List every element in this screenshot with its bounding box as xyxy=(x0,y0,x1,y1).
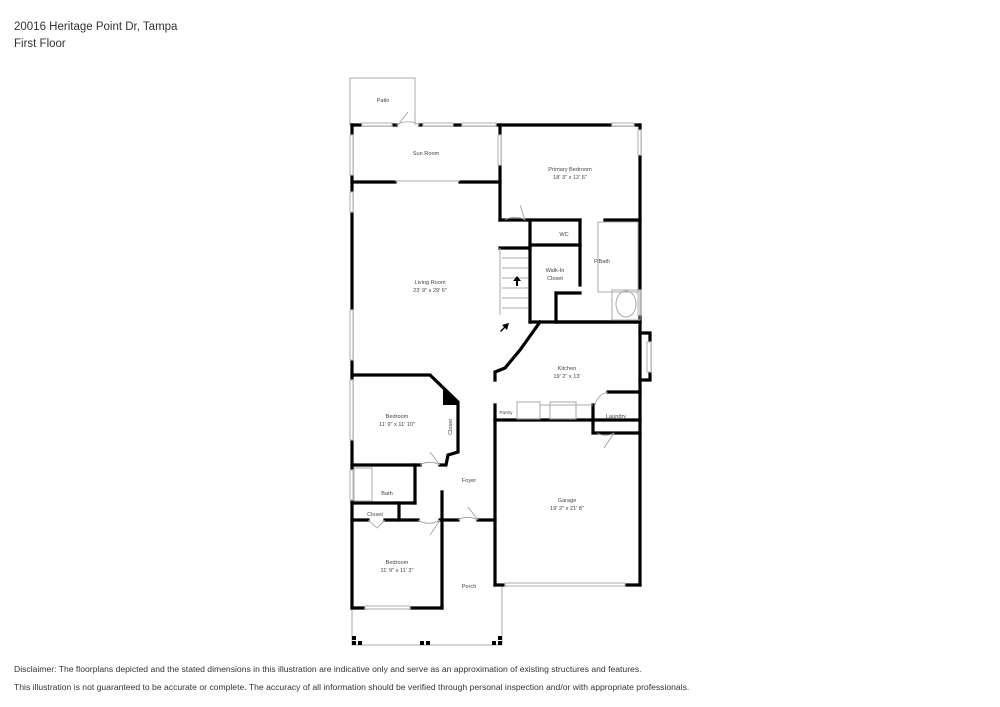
bedroom-1-closet-label: Closet xyxy=(448,419,454,435)
disclaimer-line-2: This illustration is not guaranteed to b… xyxy=(14,682,690,692)
walk-in-closet-label-2: Closet xyxy=(547,276,563,282)
address-title: 20016 Heritage Point Dr, Tampa xyxy=(14,21,178,33)
doors xyxy=(367,111,615,536)
living-room-label: Living Room xyxy=(414,280,445,286)
garage-dims: 19' 2" x 21' 8" xyxy=(550,506,584,512)
laundry-label: Laundry xyxy=(606,414,626,420)
floor-title: First Floor xyxy=(14,38,66,50)
sun-room-label: Sun Room xyxy=(413,151,440,157)
p-bath-label: P.Bath xyxy=(594,259,610,265)
stairs xyxy=(502,257,528,309)
wc-label: WC xyxy=(559,232,568,238)
bedroom-2-dims: 11' 9" x 11' 3" xyxy=(381,568,414,574)
bath-label: Bath xyxy=(381,491,393,497)
primary-bedroom-dims: 18' 3" x 12' 6" xyxy=(553,175,587,181)
garage-label: Garage xyxy=(558,498,577,504)
kitchen-dims: 19' 2" x 13' xyxy=(553,374,580,380)
bedroom-1-dims: 11' 9" x 11' 10" xyxy=(379,422,415,428)
walls xyxy=(349,122,652,610)
disclaimer-line-1: Disclaimer: The floorplans depicted and … xyxy=(14,664,642,674)
patio-label: Patio xyxy=(377,98,390,104)
porch-label: Porch xyxy=(462,584,477,590)
patio-outline xyxy=(349,77,416,125)
porch-posts xyxy=(352,636,502,645)
room-labels: Patio Sun Room Primary Bedroom 18' 3" x … xyxy=(367,98,626,590)
walk-in-closet-label: Walk-In xyxy=(546,268,565,274)
primary-bedroom-label: Primary Bedroom xyxy=(548,167,592,173)
bedroom-2-label: Bedroom xyxy=(386,560,409,566)
closet-label: Closet xyxy=(367,512,383,518)
bedroom-1-label: Bedroom xyxy=(386,414,409,420)
kitchen-label: Kitchen xyxy=(558,366,577,372)
living-room-dims: 23' 9" x 29' 6" xyxy=(413,288,447,294)
stairs-up-arrow-icon xyxy=(513,276,521,286)
stairs-down-arrow-icon xyxy=(500,323,509,332)
foyer-label: Foyer xyxy=(462,478,476,484)
porch-outline xyxy=(351,585,503,646)
pantry-label: Pantry xyxy=(499,410,513,415)
